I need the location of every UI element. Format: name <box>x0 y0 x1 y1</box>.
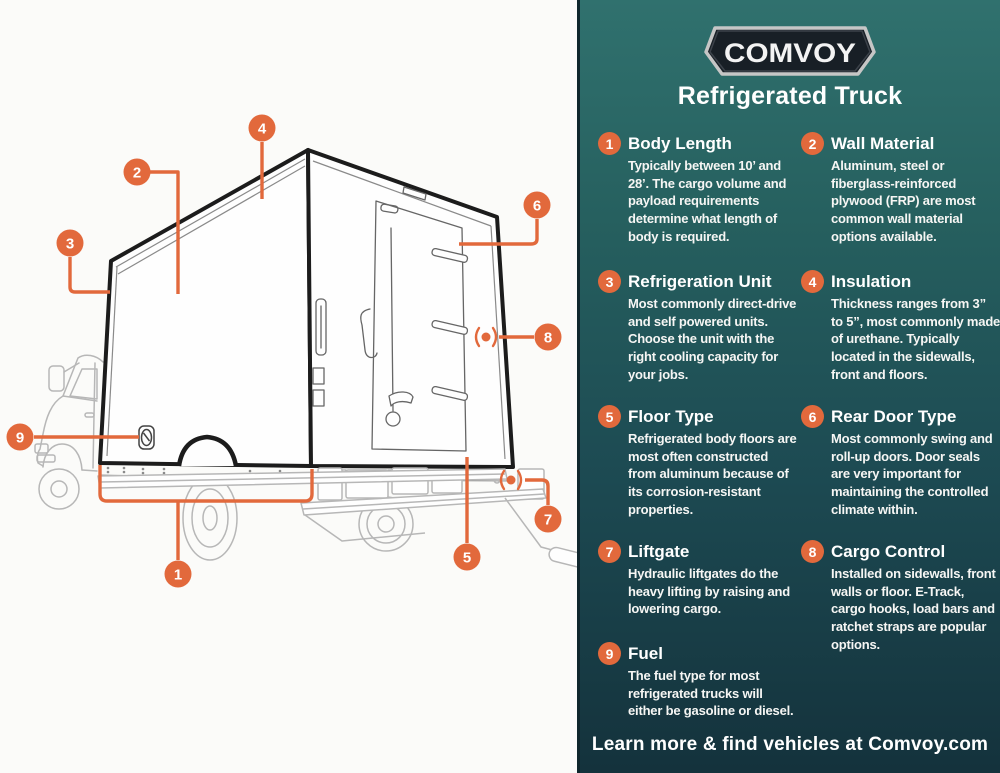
item-title: Wall Material <box>831 134 935 153</box>
svg-text:5: 5 <box>463 549 471 566</box>
target-dot-8 <box>474 326 498 348</box>
callout-line-6 <box>459 219 539 246</box>
svg-text:1: 1 <box>174 566 182 583</box>
truck-underbody <box>97 467 577 569</box>
svg-text:4: 4 <box>258 120 267 137</box>
svg-text:COMVOY: COMVOY <box>724 38 856 68</box>
svg-text:2: 2 <box>133 164 141 181</box>
callout-markers: 1 2 3 4 5 6 7 8 9 <box>6 114 562 588</box>
item-title: Rear Door Type <box>831 407 957 426</box>
panel-item-wall-material: 2 Wall Material Aluminum, steel or fiber… <box>801 132 1000 245</box>
callout-marker-9: 9 <box>6 423 34 451</box>
item-title: Body Length <box>628 134 732 153</box>
callout-marker-2: 2 <box>123 158 151 186</box>
item-number-badge: 1 <box>598 132 621 155</box>
item-body: Aluminum, steel or fiberglass-reinforced… <box>831 158 976 244</box>
item-number-badge: 2 <box>801 132 824 155</box>
item-title: Insulation <box>831 272 912 291</box>
callout-line-3 <box>68 257 110 294</box>
item-body: Thickness ranges from 3” to 5”, most com… <box>831 296 1000 382</box>
svg-text:3: 3 <box>66 235 74 252</box>
item-body: Typically between 10’ and 28’. The cargo… <box>628 158 787 244</box>
callout-marker-4: 4 <box>248 114 276 142</box>
door-hinge-bar <box>431 319 469 335</box>
svg-text:6: 6 <box>533 197 541 214</box>
callout-line-7 <box>525 478 550 505</box>
rear-frame <box>306 148 515 469</box>
truck-cab <box>34 354 104 510</box>
item-body: Installed on sidewalls, front walls or f… <box>831 566 996 652</box>
item-number-badge: 7 <box>598 540 621 563</box>
item-number-badge: 6 <box>801 405 824 428</box>
svg-text:8: 8 <box>544 329 552 346</box>
item-body: Refrigerated body floors are most often … <box>628 431 797 517</box>
mirror-icon <box>48 365 65 392</box>
callout-line-1 <box>98 465 314 503</box>
item-body: The fuel type for most refrigerated truc… <box>628 668 794 719</box>
item-title: Refrigeration Unit <box>628 272 772 291</box>
panel-item-rear-door-type: 6 Rear Door Type Most commonly swing and… <box>801 405 1000 518</box>
callout-marker-8: 8 <box>534 323 562 351</box>
item-number-badge: 8 <box>801 540 824 563</box>
truck-illustration: 1 2 3 4 5 6 7 8 9 <box>6 114 577 588</box>
rear-door <box>312 186 469 452</box>
svg-text:9: 9 <box>16 429 24 446</box>
panel-item-refrigeration-unit: 3 Refrigeration Unit Most commonly direc… <box>598 270 798 383</box>
item-body: Hydraulic liftgates do the heavy lifting… <box>628 566 790 617</box>
door-hinge-bar <box>431 247 469 263</box>
panel-item-fuel: 9 Fuel The fuel type for most refrigerat… <box>598 642 798 720</box>
target-dot-7 <box>499 469 523 491</box>
front-wheel <box>38 468 80 510</box>
footer-tagline: Learn more & find vehicles at Comvoy.com <box>591 734 989 755</box>
fuel-cap-icon <box>138 425 155 450</box>
callout-marker-5: 5 <box>453 543 481 571</box>
svg-text:7: 7 <box>544 511 552 528</box>
item-title: Fuel <box>628 644 663 663</box>
panel-item-cargo-control: 8 Cargo Control Installed on sidewalls, … <box>801 540 1000 653</box>
item-title: Floor Type <box>628 407 714 426</box>
fender-arch <box>176 434 239 467</box>
item-title: Cargo Control <box>831 542 946 561</box>
panel-item-insulation: 4 Insulation Thickness ranges from 3” to… <box>801 270 1000 383</box>
door-lock-cam <box>385 411 401 427</box>
item-title: Liftgate <box>628 542 690 561</box>
liftgate-cylinder <box>548 546 577 569</box>
door-handle <box>388 391 414 407</box>
callout-marker-6: 6 <box>523 191 551 219</box>
page-title: Refrigerated Truck <box>677 82 903 110</box>
item-number-badge: 5 <box>598 405 621 428</box>
door-hinge-bar <box>431 385 469 401</box>
brand-logo: COMVOY <box>580 26 1000 76</box>
item-number-badge: 3 <box>598 270 621 293</box>
info-panel: COMVOY Refrigerated Truck 1 Body Length … <box>577 0 1000 773</box>
item-number-badge: 9 <box>598 642 621 665</box>
callout-lines <box>34 142 550 560</box>
logo-badge-shape <box>704 26 876 76</box>
callout-marker-1: 1 <box>164 560 192 588</box>
callout-marker-3: 3 <box>56 229 84 257</box>
callout-marker-7: 7 <box>534 505 562 533</box>
panel-item-floor-type: 5 Floor Type Refrigerated body floors ar… <box>598 405 798 518</box>
truck-box-body <box>98 148 516 482</box>
item-body: Most commonly swing and roll-up doors. D… <box>831 431 993 517</box>
item-number-badge: 4 <box>801 270 824 293</box>
panel-item-body-length: 1 Body Length Typically between 10’ and … <box>598 132 798 245</box>
panel-item-liftgate: 7 Liftgate Hydraulic liftgates do the he… <box>598 540 798 618</box>
item-body: Most commonly direct-drive and self powe… <box>628 296 797 382</box>
callout-line-2 <box>150 170 180 294</box>
